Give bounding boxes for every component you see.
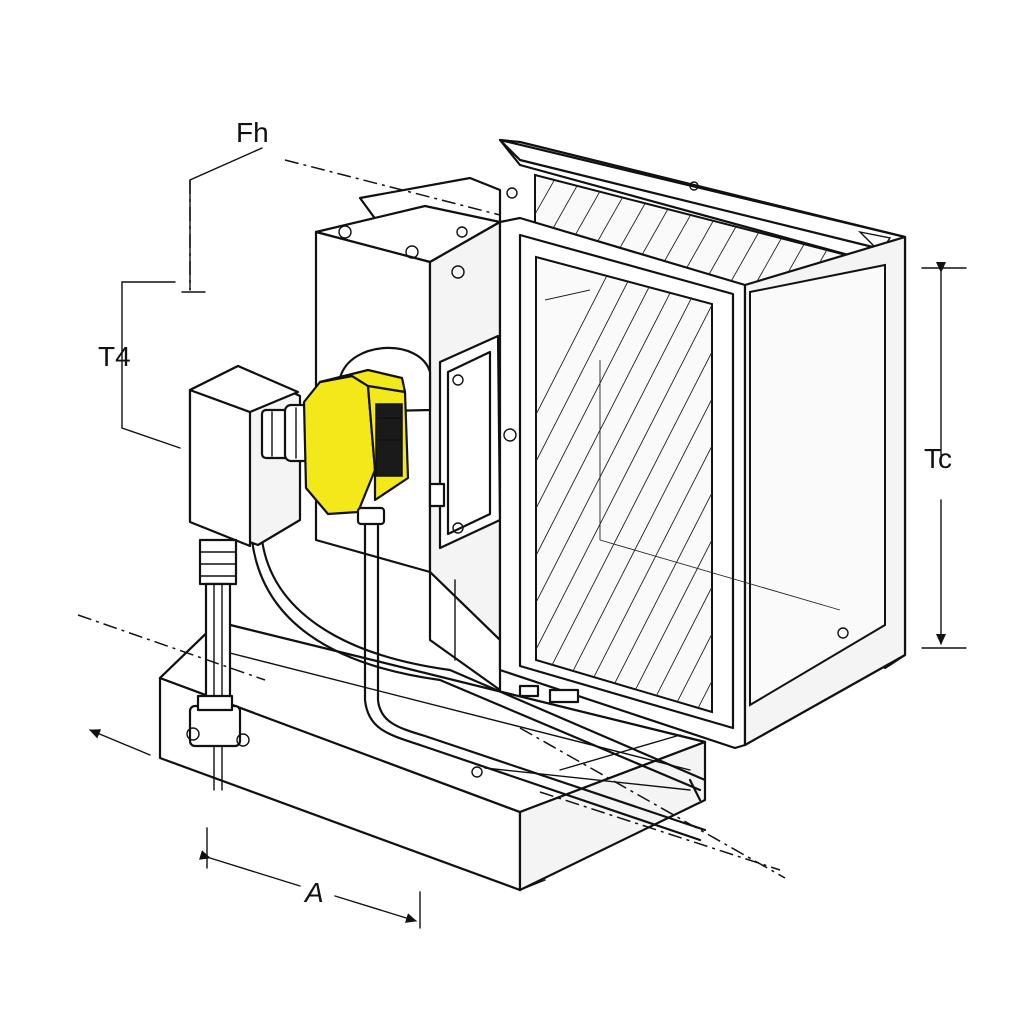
- glass-hatch-line: [536, 257, 712, 712]
- dimension-lines: [77, 147, 967, 929]
- label-top-left: Fh: [236, 117, 269, 148]
- glass-hatch-line: [619, 257, 712, 712]
- glass-hatch-line: [571, 257, 712, 712]
- glass-hatch-line: [667, 257, 712, 712]
- bolt-icon: [405, 245, 419, 259]
- glass-hatch-line: [547, 257, 712, 712]
- glass-hatch-line: [536, 257, 712, 712]
- base-plate: [158, 620, 707, 892]
- glass-hatch-line: [536, 257, 693, 712]
- glass-hatch-line: [536, 257, 645, 712]
- glass-hatch-line: [595, 257, 712, 712]
- glass-hatch-line: [535, 175, 665, 625]
- label-right: Tc: [924, 443, 952, 474]
- glass-hatch-line: [643, 257, 712, 712]
- bolt-icon: [456, 226, 468, 238]
- cables: [250, 513, 707, 842]
- connector-housing: [186, 364, 312, 791]
- front-frame: [498, 216, 907, 750]
- label-left: T4: [98, 341, 131, 372]
- yellow-sensor: [302, 368, 410, 526]
- bolt-icon: [338, 225, 352, 239]
- glass-hatch-line: [536, 257, 669, 712]
- label-bottom: A: [303, 877, 324, 908]
- glass-hatch-line: [536, 257, 712, 712]
- glass-hatch-line: [898, 170, 1024, 630]
- sensor-front-face: [302, 374, 377, 516]
- glass-hatch-line: [536, 257, 621, 712]
- bolt-icon: [451, 265, 465, 279]
